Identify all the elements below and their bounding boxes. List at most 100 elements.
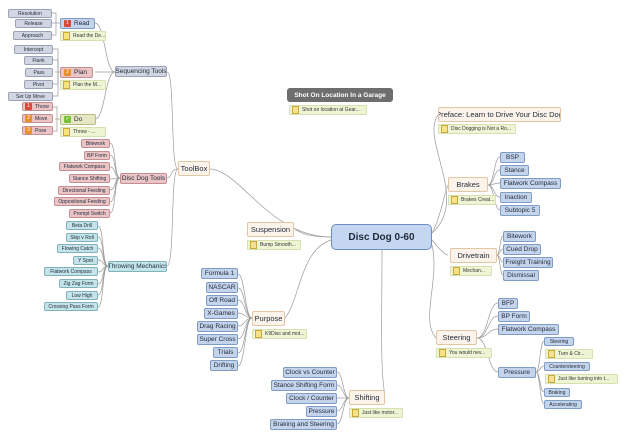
subtopic-drifting[interactable]: Drifting — [210, 360, 238, 371]
subtopic-intercept[interactable]: Intercept — [14, 45, 53, 54]
subtopic-steering-inner[interactable]: Steering — [544, 337, 574, 346]
subtopic-inaction[interactable]: Inaction — [500, 192, 532, 203]
subtopic-bsp[interactable]: BSP — [500, 152, 525, 163]
topic-purpose[interactable]: Purpose — [252, 311, 285, 326]
topic-suspension[interactable]: Suspension — [247, 222, 294, 237]
floating-topic-note[interactable]: Shot on location at Gear... — [289, 105, 367, 115]
subtopic-approach[interactable]: Approach — [13, 31, 52, 40]
subtopic-cued-drop[interactable]: Cued Drop — [503, 244, 541, 255]
note-icon — [63, 81, 70, 89]
subtopic-drag-racing[interactable]: Drag Racing — [197, 321, 238, 332]
subtopic-off-road[interactable]: Off Road — [206, 295, 238, 306]
brakes-note[interactable]: Brakes Creat... — [448, 195, 496, 205]
note-icon — [352, 409, 359, 417]
subtopic-subtopic-5[interactable]: Subtopic 5 — [500, 205, 540, 216]
suspension-note[interactable]: Bump Smooth... — [247, 240, 301, 250]
subtopic-clock-vs-counter[interactable]: Clock vs Counter — [283, 367, 337, 378]
subtopic-y-spot[interactable]: Y Spot — [73, 256, 98, 265]
drivetrain-note[interactable]: Mechan... — [450, 266, 492, 276]
note-icon — [548, 375, 555, 383]
subtopic-braking-and-steering[interactable]: Braking and Steering — [270, 419, 337, 430]
central-topic[interactable]: Disc Dog 0-60 — [331, 224, 432, 250]
note-icon — [548, 350, 555, 358]
subtopic-prompt-switch[interactable]: Prompt Switch — [69, 209, 110, 218]
subtopic-low-high[interactable]: Low High — [66, 291, 98, 300]
subtopic-zig-zag-form[interactable]: Zig Zag Form — [59, 279, 98, 288]
subtopic-flank[interactable]: Flank — [24, 56, 53, 65]
subtopic-formula-1[interactable]: Formula 1 — [201, 268, 238, 279]
task-done-icon: ✓ — [64, 116, 71, 123]
subtopic-resolution[interactable]: Resolution — [8, 9, 52, 18]
note-icon — [441, 125, 448, 133]
topic-throwing-mechanics[interactable]: Throwing Mechanics — [108, 261, 167, 272]
subtopic-release[interactable]: Release — [15, 19, 52, 28]
subtopic-pivot[interactable]: Pivot — [24, 80, 53, 89]
subtopic-braking[interactable]: Braking — [544, 388, 570, 397]
topic-sequencing-tools[interactable]: Sequencing Tools — [115, 66, 167, 77]
note-icon — [63, 128, 70, 136]
note-icon — [255, 330, 262, 338]
steering-note[interactable]: You would nev... — [436, 348, 492, 358]
subtopic-flatwork-compass[interactable]: Flatwork Compass — [59, 162, 110, 171]
topic-shifting[interactable]: Shifting — [349, 390, 385, 405]
countersteering-note[interactable]: Just like turning into t... — [545, 374, 618, 384]
topic-preface[interactable]: Preface: Learn to Drive Your Disc Dog — [438, 107, 561, 122]
subtopic-crossing-pass-form[interactable]: Crossing Pass Form — [44, 302, 98, 311]
subtopic-set-up-move[interactable]: Set Up Move — [8, 92, 53, 101]
subtopic-bp-form-steering[interactable]: BP Form — [498, 311, 530, 322]
subtopic-bitework[interactable]: Bitework — [81, 139, 110, 148]
subtopic-x-games[interactable]: X-Games — [204, 308, 238, 319]
read-note[interactable]: Read the De... — [60, 31, 106, 41]
subtopic-clock-counter[interactable]: Clock / Counter — [286, 393, 337, 404]
topic-brakes[interactable]: Brakes — [448, 177, 488, 192]
topic-do[interactable]: ✓Do — [60, 114, 96, 125]
topic-disc-dog-tools[interactable]: Disc Dog Tools — [120, 173, 167, 184]
subtopic-stance-shifting[interactable]: Stance Shifting — [69, 174, 110, 183]
subtopic-flatwork-compass-brakes[interactable]: Flatwork Compass — [500, 178, 561, 189]
subtopic-flatwork-compass-throwing[interactable]: Flatwork Compass — [44, 267, 98, 276]
subtopic-pressure[interactable]: Pressure — [498, 367, 536, 378]
subtopic-countersteering[interactable]: Countersteering — [544, 362, 590, 371]
subtopic-beta-drill[interactable]: Beta Drill — [66, 221, 98, 230]
topic-drivetrain[interactable]: Drivetrain — [450, 248, 497, 263]
note-icon — [439, 349, 446, 357]
subtopic-super-cross[interactable]: Super Cross — [197, 334, 238, 345]
subtopic-trials[interactable]: Trials — [213, 347, 238, 358]
subtopic-pass[interactable]: Pass — [25, 68, 53, 77]
subtopic-skip-v-roll[interactable]: Skip v Roll — [66, 233, 98, 242]
subtopic-oppositional-feeding[interactable]: Oppositional Feeding — [54, 197, 110, 206]
topic-steering[interactable]: Steering — [436, 330, 477, 345]
subtopic-freight-training[interactable]: Freight Training — [503, 257, 553, 268]
subtopic-dismissal[interactable]: Dismissal — [503, 270, 539, 281]
note-icon — [63, 32, 70, 40]
subtopic-bfp[interactable]: BFP — [498, 298, 518, 309]
note-icon — [292, 106, 299, 114]
subtopic-stance-shifting-form[interactable]: Stance Shifting Form — [271, 380, 337, 391]
subtopic-flowing-catch[interactable]: Flowing Catch — [57, 244, 98, 253]
subtopic-directional-feeding[interactable]: Directional Feeding — [58, 186, 110, 195]
steering-inner-note[interactable]: Turn & Cir... — [545, 349, 593, 359]
preface-note[interactable]: Disc Dogging is Not a Ro... — [438, 124, 516, 134]
subtopic-nascar[interactable]: NASCAR — [206, 282, 238, 293]
purpose-note[interactable]: K9Disc and mot... — [252, 329, 307, 339]
subtopic-stance[interactable]: Stance — [500, 165, 529, 176]
shifting-note[interactable]: Just like motor... — [349, 408, 403, 418]
do-note[interactable]: Throw - ... — [60, 127, 106, 137]
plan-note[interactable]: Plan the M... — [60, 80, 106, 90]
priority-2-icon: 2 — [25, 115, 32, 122]
subtopic-bp-form[interactable]: BP Form — [84, 151, 110, 160]
priority-2-icon: 2 — [64, 69, 71, 76]
subtopic-flatwork-compass-steering[interactable]: Flatwork Compass — [498, 324, 559, 335]
subtopic-accelerating[interactable]: Accelerating — [544, 400, 582, 409]
topic-toolbox[interactable]: ToolBox — [178, 161, 210, 176]
subtopic-pressure-shifting[interactable]: Pressure — [306, 406, 337, 417]
note-icon — [451, 196, 458, 204]
subtopic-bitework-drivetrain[interactable]: Bitework — [503, 231, 536, 242]
floating-topic[interactable]: Shot On Location In a Garage — [287, 88, 393, 102]
